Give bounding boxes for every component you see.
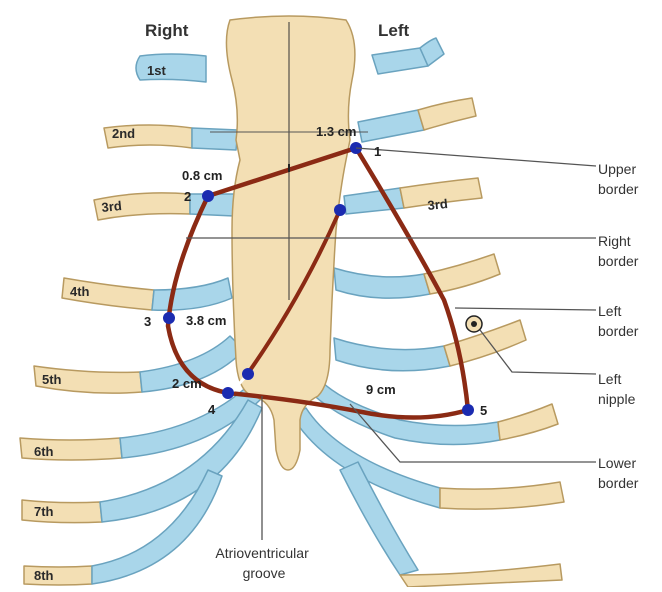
point-3-label: 3 [144, 314, 151, 329]
point-1-label: 1 [374, 144, 381, 159]
point-5-label: 5 [480, 403, 487, 418]
av-groove-label: Atrioventricular groove [215, 545, 312, 581]
rib-label-6th: 6th [34, 444, 54, 459]
callout-right-border: Right border [598, 233, 639, 269]
point-2-marker [202, 190, 214, 202]
left-rib-4-cartilage [334, 268, 430, 298]
nipple-marker-icon [466, 316, 482, 332]
right-rib-4-cartilage [152, 278, 232, 310]
left-rib-1-cartilage [372, 48, 428, 74]
rib-label-1st: 1st [147, 63, 166, 78]
point-4-marker [222, 387, 234, 399]
rib-label-3rd-left: 3rd [427, 196, 449, 213]
rib-label-2nd: 2nd [112, 126, 135, 141]
right-rib-2-cartilage [192, 128, 238, 150]
point-4-label: 4 [208, 402, 216, 417]
measurement-5: 9 cm [366, 382, 396, 397]
callout-upper-border: Upper border [598, 161, 640, 197]
left-side-label: Left [378, 21, 410, 40]
callout-lower-border: Lower border [598, 455, 640, 491]
measurement-2: 0.8 cm [182, 168, 222, 183]
left-rib-2-cartilage [358, 110, 424, 142]
measurement-3: 3.8 cm [186, 313, 226, 328]
rib-label-5th: 5th [42, 372, 62, 387]
right-rib-7-cartilage [100, 400, 262, 522]
left-rib-2-bone [418, 98, 476, 130]
rib-label-3rd-right: 3rd [101, 198, 123, 215]
av-groove-lower-marker [242, 368, 254, 380]
point-2-label: 2 [184, 189, 191, 204]
rib-label-8th: 8th [34, 568, 54, 583]
measurement-4: 2 cm [172, 376, 202, 391]
rib-label-4th: 4th [70, 284, 90, 299]
left-rib-6-bone [498, 404, 558, 440]
left-rib-8-bone [400, 564, 562, 587]
av-groove-upper-marker [334, 204, 346, 216]
callout-left-nipple: Left nipple [598, 371, 636, 407]
callout-left-border: Left border [598, 303, 639, 339]
rib-label-7th: 7th [34, 504, 54, 519]
point-5-marker [462, 404, 474, 416]
right-side-label: Right [145, 21, 189, 40]
left-rib-7-bone [440, 482, 564, 509]
left-rib-5-cartilage [334, 338, 450, 371]
measurement-1: 1.3 cm [316, 124, 356, 139]
point-3-marker [163, 312, 175, 324]
